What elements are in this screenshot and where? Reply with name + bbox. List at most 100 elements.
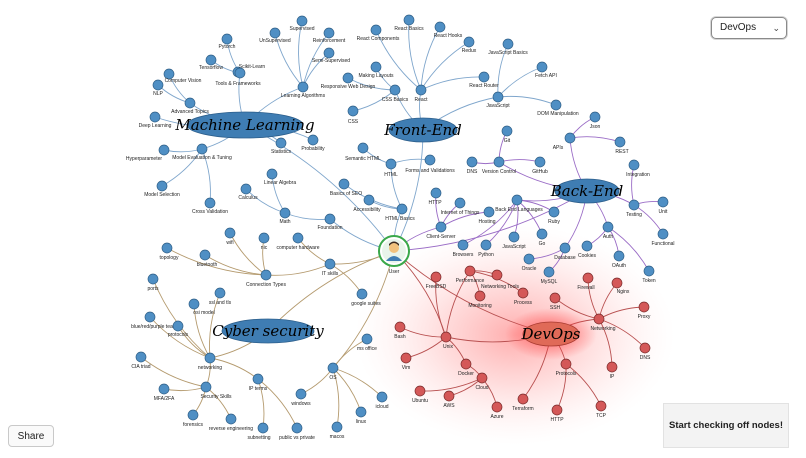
node-be-back-end-languages[interactable]: Back End Languages (495, 194, 543, 213)
node-do-dns[interactable]: DNS (639, 342, 651, 361)
node-do-tcp[interactable]: TCP (595, 400, 607, 419)
node-do-aws[interactable]: AWS (443, 390, 455, 409)
node-fe-react-components[interactable]: React Components (357, 24, 400, 42)
node-be-hosting[interactable]: Hosting (479, 206, 496, 225)
node-do-ssh[interactable]: SSH (549, 292, 561, 311)
node-ml-calculus[interactable]: Calculus (238, 183, 258, 201)
node-fe-css-basics[interactable]: CSS Basics (382, 84, 409, 103)
node-be-internet-of-things[interactable]: Internet of Things (441, 197, 480, 216)
node-cs-macos[interactable]: macos (330, 421, 345, 440)
node-be-version-control[interactable]: Version Control (482, 156, 516, 175)
node-ml-reinforcement[interactable]: Reinforcement (313, 27, 346, 44)
node-cs-subnetting[interactable]: subnetting (247, 422, 271, 441)
hub-back-end[interactable]: Back-End (550, 178, 623, 204)
node-cs-ms-office[interactable]: ms office (357, 333, 377, 352)
node-fe-react-basics[interactable]: React Basics (394, 14, 424, 32)
node-cs-ports[interactable]: ports (147, 273, 159, 292)
node-do-nginx[interactable]: Nginx (611, 277, 630, 295)
node-do-firewall[interactable]: Firewall (577, 272, 595, 291)
node-cs-public-vs-private[interactable]: public vs private (279, 422, 315, 441)
node-fe-dom-manipulation[interactable]: DOM Manipulation (537, 99, 579, 117)
node-cs-osi-model[interactable]: osi model (188, 298, 215, 316)
node-be-testing[interactable]: Testing (626, 199, 642, 218)
node-ml-probability[interactable]: Probability (301, 134, 325, 152)
node-fe-fetch-api[interactable]: Fetch API (535, 61, 557, 79)
node-be-javascript[interactable]: JavaScript (502, 231, 526, 250)
node-cs-connection-types[interactable]: Connection Types (246, 269, 286, 288)
hub-front-end[interactable]: Front-End (383, 117, 462, 143)
node-cs-computer-hardware[interactable]: computer hardware (276, 232, 320, 251)
node-fe-react-router[interactable]: React Router (469, 71, 499, 89)
node-ml-model-selection[interactable]: Model Selection (144, 180, 180, 198)
node-be-browsers[interactable]: Browsers (453, 239, 474, 258)
node-do-azure[interactable]: Azure (490, 401, 504, 420)
node-cs-windows[interactable]: windows (291, 388, 311, 407)
node-do-process[interactable]: Process (514, 287, 533, 306)
node-fe-basics-of-seo[interactable]: Basics of SEO (330, 178, 362, 197)
node-cs-icloud[interactable]: icloud (375, 391, 389, 410)
start-checking-button[interactable]: Start checking off nodes! (663, 403, 789, 448)
node-be-unit[interactable]: Unit (657, 196, 669, 215)
node-do-unix[interactable]: Unix (440, 331, 453, 350)
node-be-database[interactable]: Database (554, 242, 576, 261)
node-fe-javascript[interactable]: JavaScript (486, 91, 510, 109)
node-cs-wifi[interactable]: wifi (224, 227, 236, 246)
node-be-ruby[interactable]: Ruby (548, 206, 560, 225)
node-ml-advanced-topics[interactable]: Advanced Topics (171, 97, 209, 115)
node-cs-ip-terms[interactable]: IP terms (249, 373, 268, 392)
node-do-performance[interactable]: Performance (456, 265, 485, 284)
node-cs-google-suites[interactable]: google suites (351, 288, 381, 307)
node-cs-mfa-2fa[interactable]: MFA/2FA (154, 383, 175, 402)
node-ml-deep-learning[interactable]: Deep Learning (139, 111, 172, 129)
node-be-json[interactable]: Json (589, 111, 601, 130)
node-be-integration[interactable]: Integration (626, 159, 650, 178)
node-fe-javascript-basics[interactable]: JavaScript Basics (488, 38, 528, 56)
node-fe-semantic-html[interactable]: Semantic HTML (345, 142, 381, 162)
node-fe-making-layouts[interactable]: Making Layouts (358, 61, 394, 79)
node-do-http[interactable]: HTTP (550, 404, 564, 423)
node-do-bash[interactable]: Bash (394, 321, 406, 340)
user-node[interactable]: User (378, 235, 410, 275)
node-cs-it-skills[interactable]: IT skills (322, 258, 339, 277)
node-be-functional[interactable]: Functional (651, 228, 675, 247)
node-be-client-server[interactable]: Client-Server (426, 221, 456, 240)
node-be-oracle[interactable]: Oracle (522, 253, 537, 272)
node-do-networking[interactable]: Networking (590, 313, 616, 332)
node-cs-cia-triad[interactable]: CIA triad (131, 351, 151, 370)
node-be-cookies[interactable]: Cookies (578, 240, 597, 259)
node-fe-html[interactable]: HTML (384, 158, 398, 178)
node-ml-cross-validation[interactable]: Cross Validation (192, 197, 228, 215)
node-fe-react[interactable]: React (414, 84, 428, 103)
node-fe-redux[interactable]: Redux (462, 36, 477, 54)
node-cs-ssl-and-tls[interactable]: ssl and tls (209, 287, 232, 306)
node-do-vim[interactable]: Vim (400, 352, 412, 371)
node-do-ubuntu[interactable]: Ubuntu (412, 385, 428, 404)
node-be-oauth[interactable]: OAuth (612, 250, 626, 269)
node-ml-learning-algorithms[interactable]: Learning Algorithms (281, 81, 326, 99)
node-be-git[interactable]: Git (501, 125, 513, 144)
hub-cyber-security[interactable]: Cyber security (212, 318, 324, 344)
node-ml-semi-supervised[interactable]: Semi-Supervised (312, 47, 350, 64)
node-fe-responsive-web-design[interactable]: Responsive Web Design (321, 72, 376, 90)
node-ml-linear-algebra[interactable]: Linear Algebra (264, 168, 296, 186)
node-do-monitoring[interactable]: Monitoring (468, 290, 492, 309)
node-be-mysql[interactable]: MySQL (541, 266, 558, 285)
node-cs-os[interactable]: OS (327, 362, 339, 381)
node-do-terraform[interactable]: Terraform (512, 393, 534, 412)
node-do-protocols[interactable]: Protocols (556, 358, 577, 377)
node-be-python[interactable]: Python (478, 239, 494, 258)
node-cs-networking[interactable]: networking (198, 352, 222, 371)
node-be-github[interactable]: GitHub (532, 156, 548, 175)
node-ml-tools-frameworks[interactable]: Tools & Frameworks (215, 67, 261, 87)
node-be-auth[interactable]: Auth (602, 221, 614, 240)
node-fe-html-basics[interactable]: HTML Basics (385, 203, 415, 222)
node-be-token[interactable]: Token (642, 265, 656, 284)
node-fe-css[interactable]: CSS (347, 105, 359, 125)
node-cs-nic[interactable]: nic (258, 232, 270, 251)
node-ml-pytorch[interactable]: Pytorch (219, 33, 236, 50)
hub-machine-learning[interactable]: Machine Learning (174, 111, 315, 139)
node-fe-react-hooks[interactable]: React Hooks (434, 21, 463, 39)
node-do-ip[interactable]: IP (606, 361, 618, 380)
node-ml-tensorflow[interactable]: Tensorflow (199, 54, 223, 71)
node-cs-protocols[interactable]: protocols (168, 320, 189, 338)
